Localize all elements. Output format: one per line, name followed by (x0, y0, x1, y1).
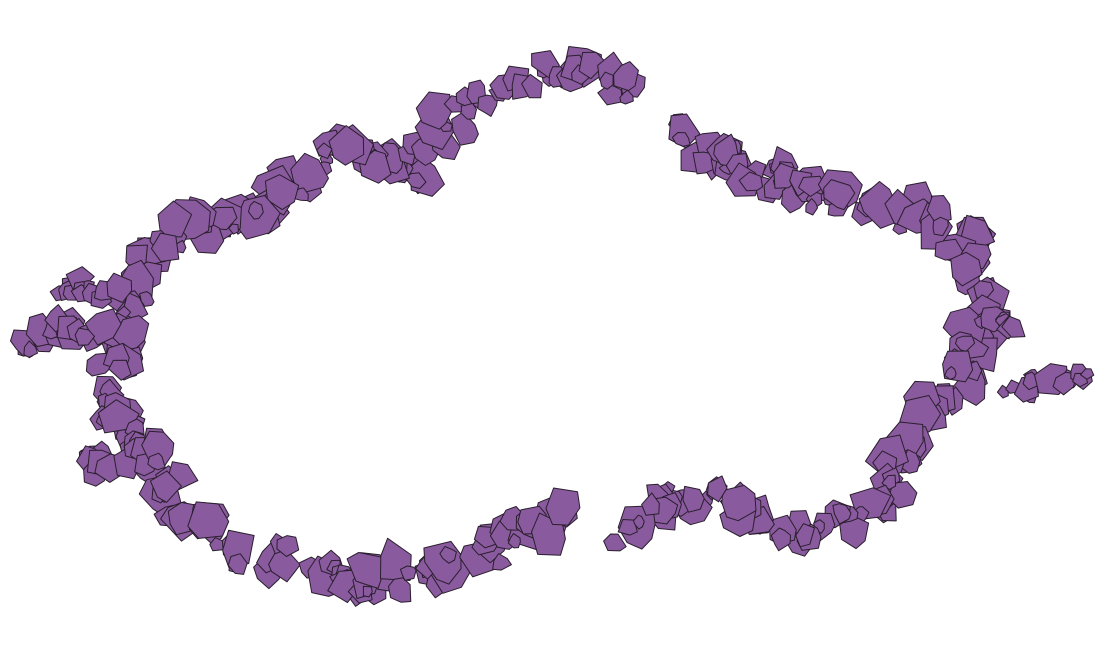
voronoi-cell (950, 251, 983, 287)
voronoi-cell (316, 142, 333, 160)
voronoi-cell (157, 200, 193, 238)
voronoi-ring-cluster (10, 46, 1026, 607)
voronoi-cell (23, 340, 39, 358)
voronoi-cell (290, 152, 329, 194)
voronoi-cell (671, 132, 691, 147)
voronoi-cell (641, 492, 660, 516)
voronoi-cell (362, 585, 373, 598)
voronoi-cell (388, 577, 412, 603)
voronoi-cell (617, 519, 638, 536)
voronoi-cell (268, 550, 301, 583)
voronoi-cell (439, 546, 457, 564)
voronoi-cell (264, 174, 300, 211)
voronoi-cell (597, 83, 623, 106)
voronoi-cell (619, 89, 634, 105)
voronoi-cell (805, 198, 819, 216)
voronoi-cell (521, 73, 543, 99)
voronoi-island-cluster (996, 363, 1095, 404)
voronoi-cell (328, 125, 365, 166)
voronoi-cell (738, 171, 763, 192)
voronoi-cell (227, 553, 248, 575)
voronoi-cell (832, 503, 852, 525)
voronoi-cell (770, 527, 791, 552)
voronoi-cell (955, 335, 976, 352)
voronoi-cell (603, 533, 627, 552)
voronoi-cell (492, 553, 512, 571)
voronoi-cell (1001, 315, 1026, 338)
voronoi-cell (415, 91, 452, 130)
voronoi-cell (108, 359, 132, 381)
voronoi-cell (944, 366, 957, 380)
voronoi-cell (633, 514, 645, 530)
voronoi-cell (147, 452, 166, 471)
voronoi-cell (823, 179, 856, 211)
voronoi-cell (973, 280, 994, 299)
voronoi-cell (932, 216, 949, 237)
voronoi-cell (248, 200, 264, 220)
voronoi-cell (682, 485, 705, 513)
voronoi-cell (507, 533, 521, 549)
voronoi-cell (795, 523, 815, 548)
voronoi-cell (106, 272, 133, 303)
voronoi-cell (400, 565, 417, 581)
voronoi-cell (599, 71, 614, 90)
voronoi-cell (276, 535, 300, 557)
voronoi-cell (149, 470, 182, 503)
voronoi-cell (150, 232, 180, 262)
voronoi-cell (74, 327, 95, 346)
voronoi-cell (707, 475, 728, 503)
voronoi-cell (187, 501, 230, 539)
voronoi-cell (545, 487, 581, 526)
voronoi-cell (613, 61, 639, 92)
voronoi-cell (451, 111, 479, 146)
voronoi-cell (228, 223, 239, 235)
voronoi-cell (899, 449, 921, 474)
voronoi-cell (578, 51, 607, 80)
voronoi-cell (1080, 368, 1095, 380)
